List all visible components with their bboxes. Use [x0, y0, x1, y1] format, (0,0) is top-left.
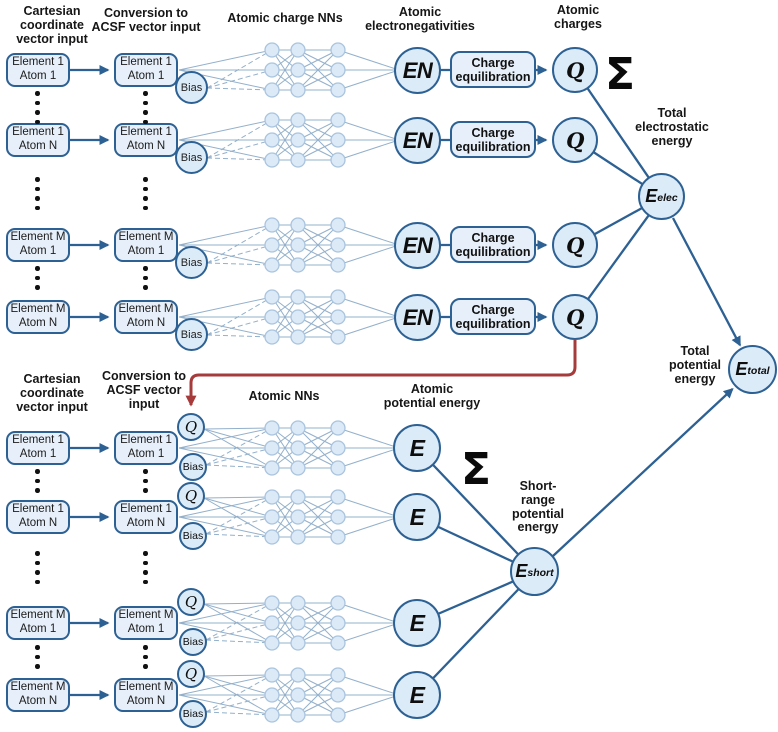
ellipsis-dots [143, 645, 148, 669]
header-total-energy: Total potential energy [668, 344, 722, 386]
bias-node: Bias [179, 700, 207, 728]
e-short-subscript: short [527, 567, 554, 580]
acsf-box: Element 1 Atom N [114, 123, 178, 157]
header-atomic-charges: Atomic charges [554, 3, 602, 31]
input-box: Element M Atom 1 [6, 606, 70, 640]
input-box: Element 1 Atom 1 [6, 431, 70, 465]
acsf-box: Element M Atom N [114, 300, 178, 334]
charge-input-node: Q [177, 588, 205, 616]
bias-node: Bias [175, 71, 208, 104]
charge-equilibration-box: Charge equilibration [450, 51, 536, 88]
ellipsis-dots [35, 91, 40, 124]
bias-node: Bias [175, 318, 208, 351]
e-node: E [393, 671, 441, 719]
ellipsis-dots [35, 645, 40, 669]
ellipsis-dots [143, 469, 148, 493]
en-node: EN [394, 117, 441, 164]
e-node: E [393, 424, 441, 472]
e-elec-label: E [645, 186, 658, 206]
header-short-range-energy: Short- range potential energy [511, 479, 565, 535]
ellipsis-dots [143, 551, 148, 584]
ellipsis-dots [35, 551, 40, 584]
input-box: Element M Atom 1 [6, 228, 70, 262]
header-conversion-bottom: Conversion to ACSF vector input [101, 369, 187, 411]
header-cartesian-bottom: Cartesian coordinate vector input [16, 372, 88, 414]
e-elec-subscript: elec [657, 192, 678, 205]
bias-node: Bias [175, 141, 208, 174]
sum-symbol-bottom: Σ [461, 444, 492, 495]
ellipsis-dots [35, 266, 40, 290]
e-short-label: E [515, 561, 528, 581]
input-box: Element M Atom N [6, 678, 70, 712]
ellipsis-dots [35, 177, 40, 210]
acsf-box: Element 1 Atom N [114, 500, 178, 534]
en-node: EN [394, 222, 441, 269]
q-node: Q [552, 117, 598, 163]
header-atomic-nns: Atomic NNs [248, 389, 320, 403]
header-electrostatic-energy: Total electrostatic energy [635, 106, 709, 148]
charge-equilibration-box: Charge equilibration [450, 226, 536, 263]
q-node: Q [552, 222, 598, 268]
charge-input-node: Q [177, 660, 205, 688]
q-node: Q [552, 47, 598, 93]
acsf-box: Element 1 Atom 1 [114, 53, 178, 87]
ellipsis-dots [143, 177, 148, 210]
e-node: E [393, 599, 441, 647]
header-conversion-top: Conversion to ACSF vector input [91, 6, 201, 34]
header-cartesian-top: Cartesian coordinate vector input [16, 4, 88, 46]
charge-equilibration-box: Charge equilibration [450, 298, 536, 335]
e-total-label: E [735, 359, 748, 379]
acsf-box: Element M Atom 1 [114, 228, 178, 262]
header-electronegativities: Atomic electronegativities [365, 5, 475, 33]
q-node: Q [552, 294, 598, 340]
input-box: Element 1 Atom N [6, 123, 70, 157]
input-box: Element M Atom N [6, 300, 70, 334]
header-potential-energy: Atomic potential energy [383, 382, 481, 410]
charge-equilibration-box: Charge equilibration [450, 121, 536, 158]
bias-node: Bias [179, 453, 207, 481]
ellipsis-dots [143, 266, 148, 290]
ellipsis-dots [143, 91, 148, 124]
en-node: EN [394, 47, 441, 94]
e-node: E [393, 493, 441, 541]
acsf-box: Element M Atom 1 [114, 606, 178, 640]
input-box: Element 1 Atom N [6, 500, 70, 534]
ellipsis-dots [35, 469, 40, 493]
sum-symbol-top: Σ [605, 49, 636, 100]
acsf-box: Element M Atom N [114, 678, 178, 712]
charge-input-node: Q [177, 482, 205, 510]
bias-node: Bias [179, 628, 207, 656]
acsf-box: Element 1 Atom 1 [114, 431, 178, 465]
bias-node: Bias [175, 246, 208, 279]
header-charge-nns: Atomic charge NNs [227, 11, 343, 25]
e-total-subscript: total [747, 365, 770, 378]
bias-node: Bias [179, 522, 207, 550]
input-box: Element 1 Atom 1 [6, 53, 70, 87]
en-node: EN [394, 294, 441, 341]
charge-input-node: Q [177, 413, 205, 441]
